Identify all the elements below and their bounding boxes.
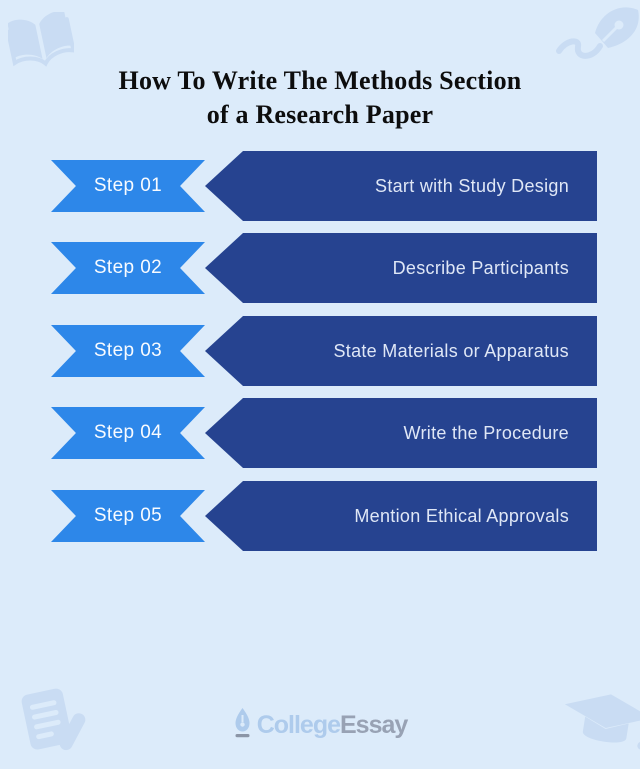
step-bar: State Materials or Apparatus [205,316,597,386]
title-line-2: of a Research Paper [206,100,434,129]
step-bar-text: Start with Study Design [375,175,569,196]
step-badge-label: Step 02 [93,257,163,278]
open-book-icon [8,12,74,72]
step-badge-label: Step 01 [93,175,163,196]
step-bar: Describe Participants [205,233,597,303]
step-row-1: Step 01 Start with Study Design [0,151,640,221]
step-badge: Step 01 [51,160,205,212]
pen-nib-ink-icon [546,6,640,68]
step-badge-label: Step 05 [93,505,163,526]
step-bar: Start with Study Design [205,151,597,221]
brand-logo: CollegeEssay [0,707,640,743]
step-bar-text: State Materials or Apparatus [333,340,569,361]
title-line-1: How To Write The Methods Section [118,66,522,95]
brand-college: College [256,711,341,739]
step-badge: Step 03 [51,325,205,377]
step-bar-text: Write the Procedure [403,422,569,443]
step-bar-text: Mention Ethical Approvals [354,505,569,526]
step-row-3: Step 03 State Materials or Apparatus [0,316,640,386]
step-badge: Step 05 [51,490,205,542]
brand-essay: Essay [340,711,408,739]
step-badge: Step 04 [51,407,205,459]
step-badge: Step 02 [51,242,205,294]
page-title: How To Write The Methods Section of a Re… [0,64,640,132]
step-badge-label: Step 03 [93,340,163,361]
pen-nib-logo-icon [233,707,252,743]
step-row-4: Step 04 Write the Procedure [0,398,640,468]
step-row-2: Step 02 Describe Participants [0,233,640,303]
step-badge-label: Step 04 [93,422,163,443]
step-bar: Mention Ethical Approvals [205,481,597,551]
step-bar-text: Describe Participants [392,257,569,278]
step-row-5: Step 05 Mention Ethical Approvals [0,481,640,551]
step-bar: Write the Procedure [205,398,597,468]
brand-wordmark: CollegeEssay [256,709,409,741]
